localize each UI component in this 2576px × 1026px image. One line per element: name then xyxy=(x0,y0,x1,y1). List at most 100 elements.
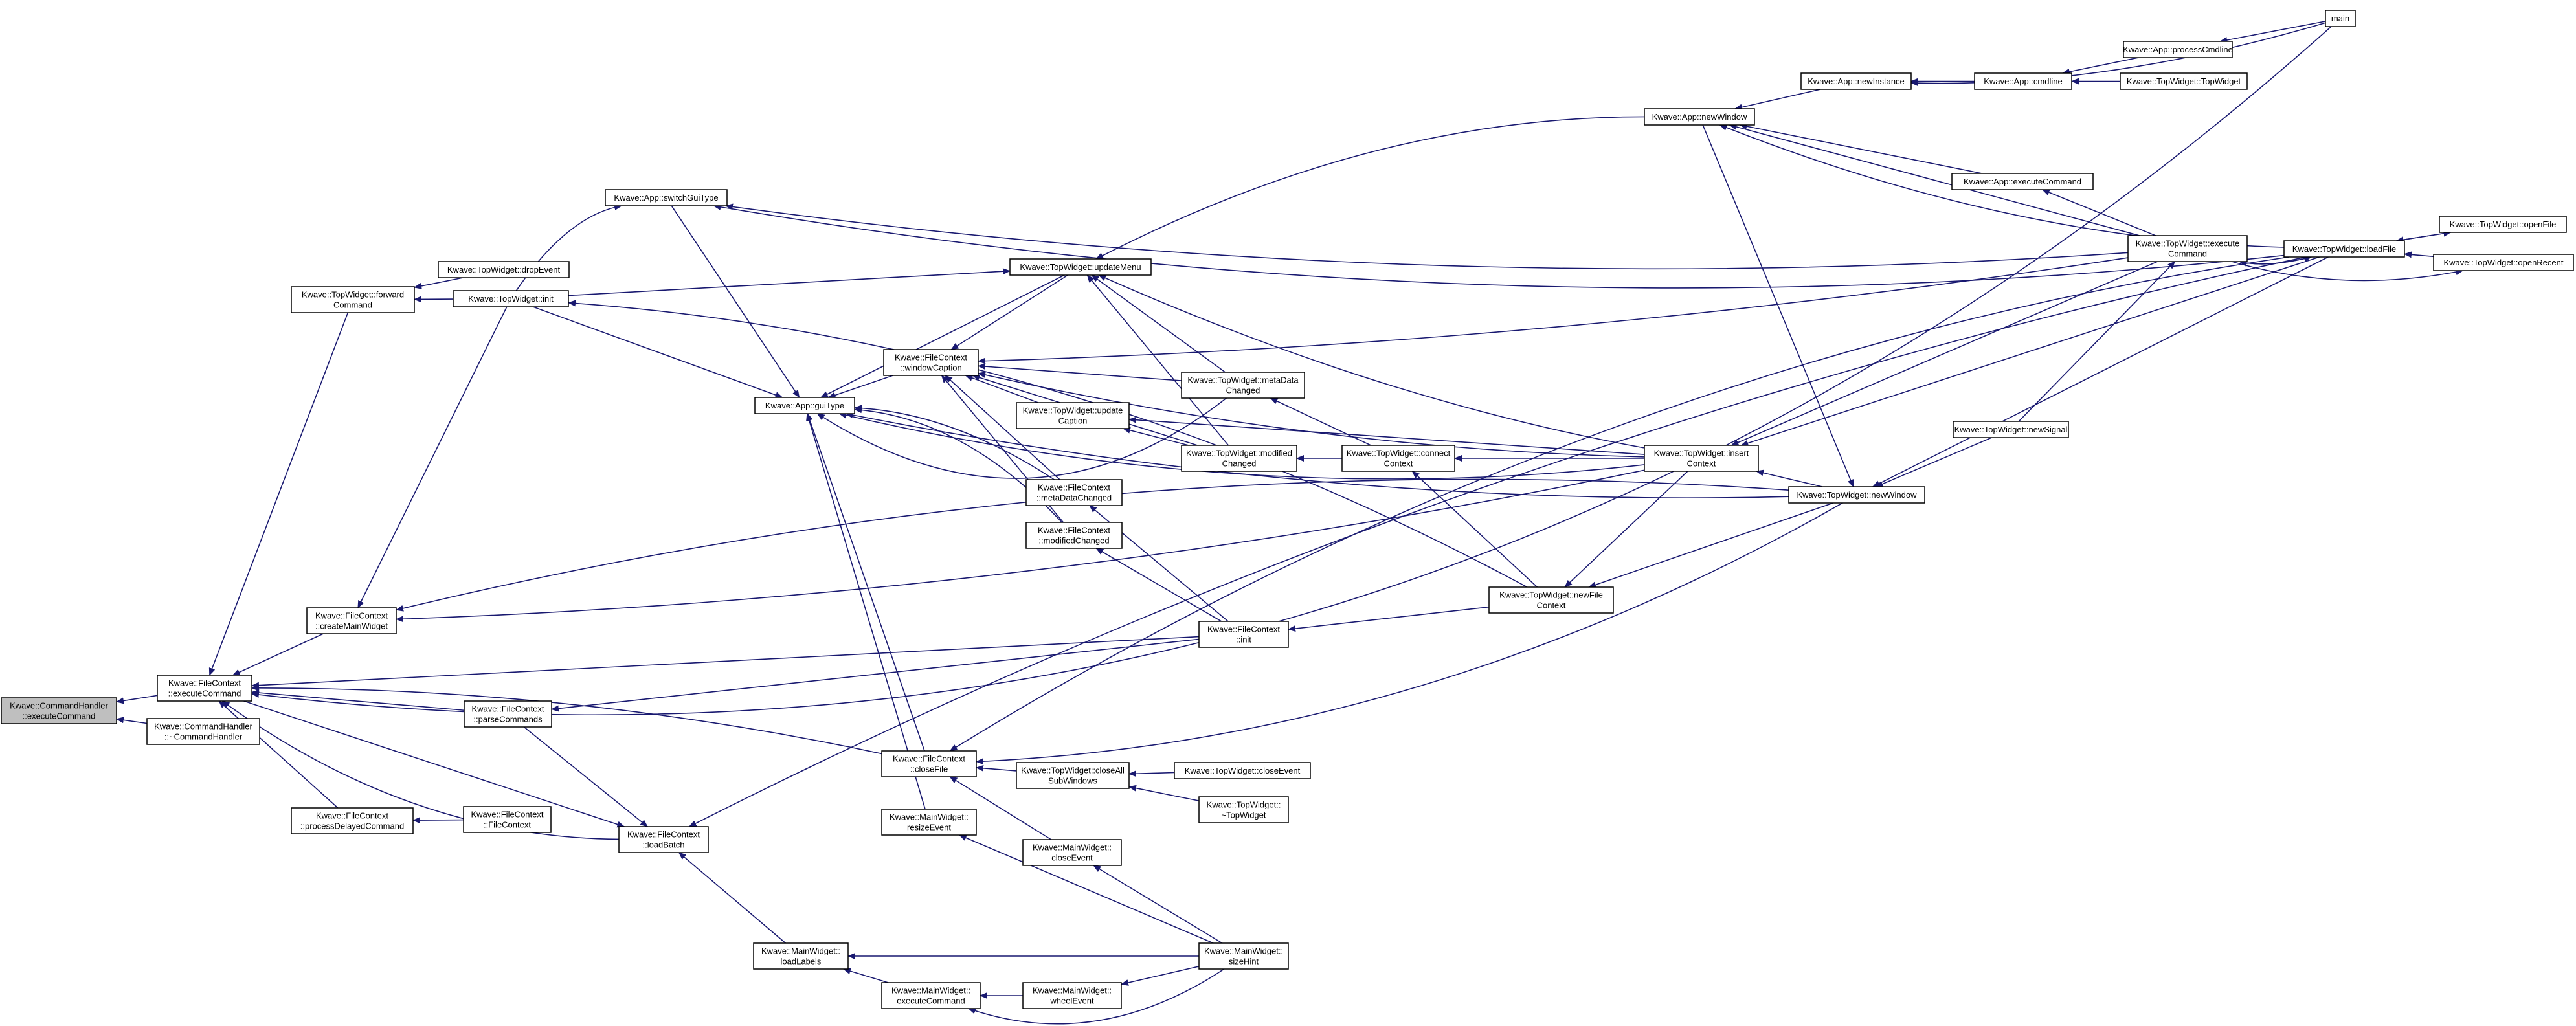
node-label: Kwave::FileContext xyxy=(316,811,388,821)
edge-tw_lf-to-fc_lb xyxy=(688,256,2306,827)
node-ch-dtor[interactable]: Kwave::CommandHandler::~CommandHandler xyxy=(146,718,260,745)
node-tw-init[interactable]: Kwave::TopWidget::init xyxy=(453,290,569,307)
node-label: wheelEvent xyxy=(1049,996,1094,1006)
node-app-ec[interactable]: Kwave::App::executeCommand xyxy=(1951,173,2094,190)
node-box xyxy=(754,397,855,414)
node-mw-ec[interactable]: Kwave::MainWidget::executeCommand xyxy=(881,982,981,1009)
node-label: Kwave::FileContext xyxy=(1207,625,1280,634)
node-tw-ns[interactable]: Kwave::TopWidget::newSignal xyxy=(1953,421,2069,438)
node-fc-pdc[interactable]: Kwave::FileContext::processDelayedComman… xyxy=(291,807,414,834)
node-app-nw[interactable]: Kwave::App::newWindow xyxy=(1644,108,1755,126)
node-tw-exec[interactable]: Kwave::TopWidget::executeCommand xyxy=(2127,235,2248,262)
node-app-pc[interactable]: Kwave::App::processCmdline xyxy=(2123,41,2233,58)
node-label: ::executeCommand xyxy=(168,689,241,698)
edge-fc_ctor-to-fc_pdc xyxy=(412,817,464,824)
node-app-ni[interactable]: Kwave::App::newInstance xyxy=(1800,72,1912,90)
node-box xyxy=(2120,72,2248,90)
node-label: Changed xyxy=(1226,386,1260,396)
node-tw-mdc[interactable]: Kwave::TopWidget::metaDataChanged xyxy=(1181,372,1305,399)
node-tw-or[interactable]: Kwave::TopWidget::openRecent xyxy=(2433,254,2574,271)
edge-tw_exec-to-tw_lf xyxy=(2239,255,2313,265)
edge-tw_lf-to-tw_ins xyxy=(1740,256,2320,447)
node-label: loadLabels xyxy=(781,957,822,966)
node-app-gt[interactable]: Kwave::App::guiType xyxy=(754,397,855,414)
node-tw-um[interactable]: Kwave::TopWidget::updateMenu xyxy=(1009,258,1152,276)
node-label: Kwave::MainWidget:: xyxy=(890,812,969,822)
edge-tw_nw-to-tw_ins xyxy=(1755,469,1823,487)
node-label: Kwave::CommandHandler xyxy=(10,701,108,711)
node-app-cmd[interactable]: Kwave::App::cmdline xyxy=(1974,72,2072,90)
edge-tw_ns-to-tw_nw xyxy=(1875,437,1992,487)
node-mw-we[interactable]: Kwave::MainWidget::wheelEvent xyxy=(1022,982,1122,1009)
node-label: Kwave::MainWidget:: xyxy=(1033,843,1112,853)
edge-tw_ins-to-tw_nfc xyxy=(1564,471,1688,588)
node-tw-ce[interactable]: Kwave::TopWidget::closeEvent xyxy=(1174,762,1311,779)
edge-tw_exec-to-fc_wc xyxy=(978,257,2129,364)
node-label: Context xyxy=(1384,459,1413,469)
node-fc-mdc[interactable]: Kwave::FileContext::metaDataChanged xyxy=(1025,479,1123,506)
node-tw-drop[interactable]: Kwave::TopWidget::dropEvent xyxy=(438,261,570,278)
node-label: ::init xyxy=(1236,635,1251,645)
node-app-sgt[interactable]: Kwave::App::switchGuiType xyxy=(605,189,728,206)
node-label: ::modifiedChanged xyxy=(1038,536,1109,546)
node-fc-modc[interactable]: Kwave::FileContext::modifiedChanged xyxy=(1025,522,1123,549)
node-box xyxy=(1198,942,1289,970)
node-box xyxy=(1644,108,1755,126)
node-tw-modc[interactable]: Kwave::TopWidget::modifiedChanged xyxy=(1181,445,1297,472)
node-fc-parse[interactable]: Kwave::FileContext::parseCommands xyxy=(464,700,552,728)
edge-tw_nw-to-fc_close xyxy=(976,502,1843,765)
node-box xyxy=(1016,762,1130,789)
node-fc-close[interactable]: Kwave::FileContext::closeFile xyxy=(881,750,977,777)
node-label: Kwave::TopWidget::TopWidget xyxy=(2127,76,2241,86)
node-label: Kwave::TopWidget::dropEvent xyxy=(447,265,561,274)
node-fc-ctor[interactable]: Kwave::FileContext::FileContext xyxy=(463,806,552,833)
edge-tw_lf-to-fc_close xyxy=(949,256,2289,752)
node-box xyxy=(1800,72,1912,90)
node-label: Caption xyxy=(1058,416,1088,426)
node-tw-nw[interactable]: Kwave::TopWidget::newWindow xyxy=(1788,486,1925,504)
node-tw-dtor[interactable]: Kwave::TopWidget::~TopWidget xyxy=(1198,796,1289,823)
edge-main-to-app_ni xyxy=(1910,22,2326,87)
node-mw-sh[interactable]: Kwave::MainWidget::sizeHint xyxy=(1198,942,1289,970)
node-tw-of[interactable]: Kwave::TopWidget::openFile xyxy=(2439,216,2567,233)
node-mw-re[interactable]: Kwave::MainWidget::resizeEvent xyxy=(881,809,977,836)
node-label: Kwave::App::newWindow xyxy=(1652,112,1747,122)
node-box xyxy=(1951,173,2094,190)
node-root[interactable]: Kwave::CommandHandler::executeCommand xyxy=(1,697,117,724)
node-label: Changed xyxy=(1222,459,1257,469)
node-box xyxy=(1198,621,1289,648)
edge-mw_ce-to-fc_close xyxy=(949,776,1052,840)
node-tw-ctor[interactable]: Kwave::TopWidget::TopWidget xyxy=(2120,72,2248,90)
node-fc-cmw[interactable]: Kwave::FileContext::createMainWidget xyxy=(306,607,397,634)
node-label: Kwave::TopWidget::newSignal xyxy=(1954,425,2068,434)
node-label: Kwave::App::switchGuiType xyxy=(614,193,718,203)
node-tw-lf[interactable]: Kwave::TopWidget::loadFile xyxy=(2283,240,2405,258)
edge-tw_dtor-to-tw_cas xyxy=(1128,785,1200,801)
node-fc-wc[interactable]: Kwave::FileContext::windowCaption xyxy=(883,349,979,376)
edge-fc_exec-to-root xyxy=(116,695,158,704)
node-mw-ce[interactable]: Kwave::MainWidget::closeEvent xyxy=(1022,839,1122,866)
node-mw-ll[interactable]: Kwave::MainWidget::loadLabels xyxy=(753,942,849,970)
node-box xyxy=(1953,421,2069,438)
node-label: Kwave::MainWidget:: xyxy=(891,986,970,996)
node-box xyxy=(1788,486,1925,504)
edge-fc_close-to-fc_exec xyxy=(251,684,882,755)
edge-mw_sh-to-mw_we xyxy=(1121,966,1200,986)
node-label: Kwave::MainWidget:: xyxy=(1033,986,1112,996)
node-fc-init[interactable]: Kwave::FileContext::init xyxy=(1198,621,1289,648)
edge-fc_pdc-to-fc_exec xyxy=(218,700,339,809)
node-box xyxy=(1488,586,1614,614)
node-main[interactable]: main xyxy=(2325,10,2356,27)
node-fc-lb[interactable]: Kwave::FileContext::loadBatch xyxy=(618,826,709,853)
node-fc-exec[interactable]: Kwave::FileContext::executeCommand xyxy=(157,675,252,702)
edge-main-to-fc_exec xyxy=(251,26,2332,716)
node-label: Kwave::TopWidget::update xyxy=(1023,406,1123,416)
edge-mw_re-to-app_gt xyxy=(806,413,926,810)
